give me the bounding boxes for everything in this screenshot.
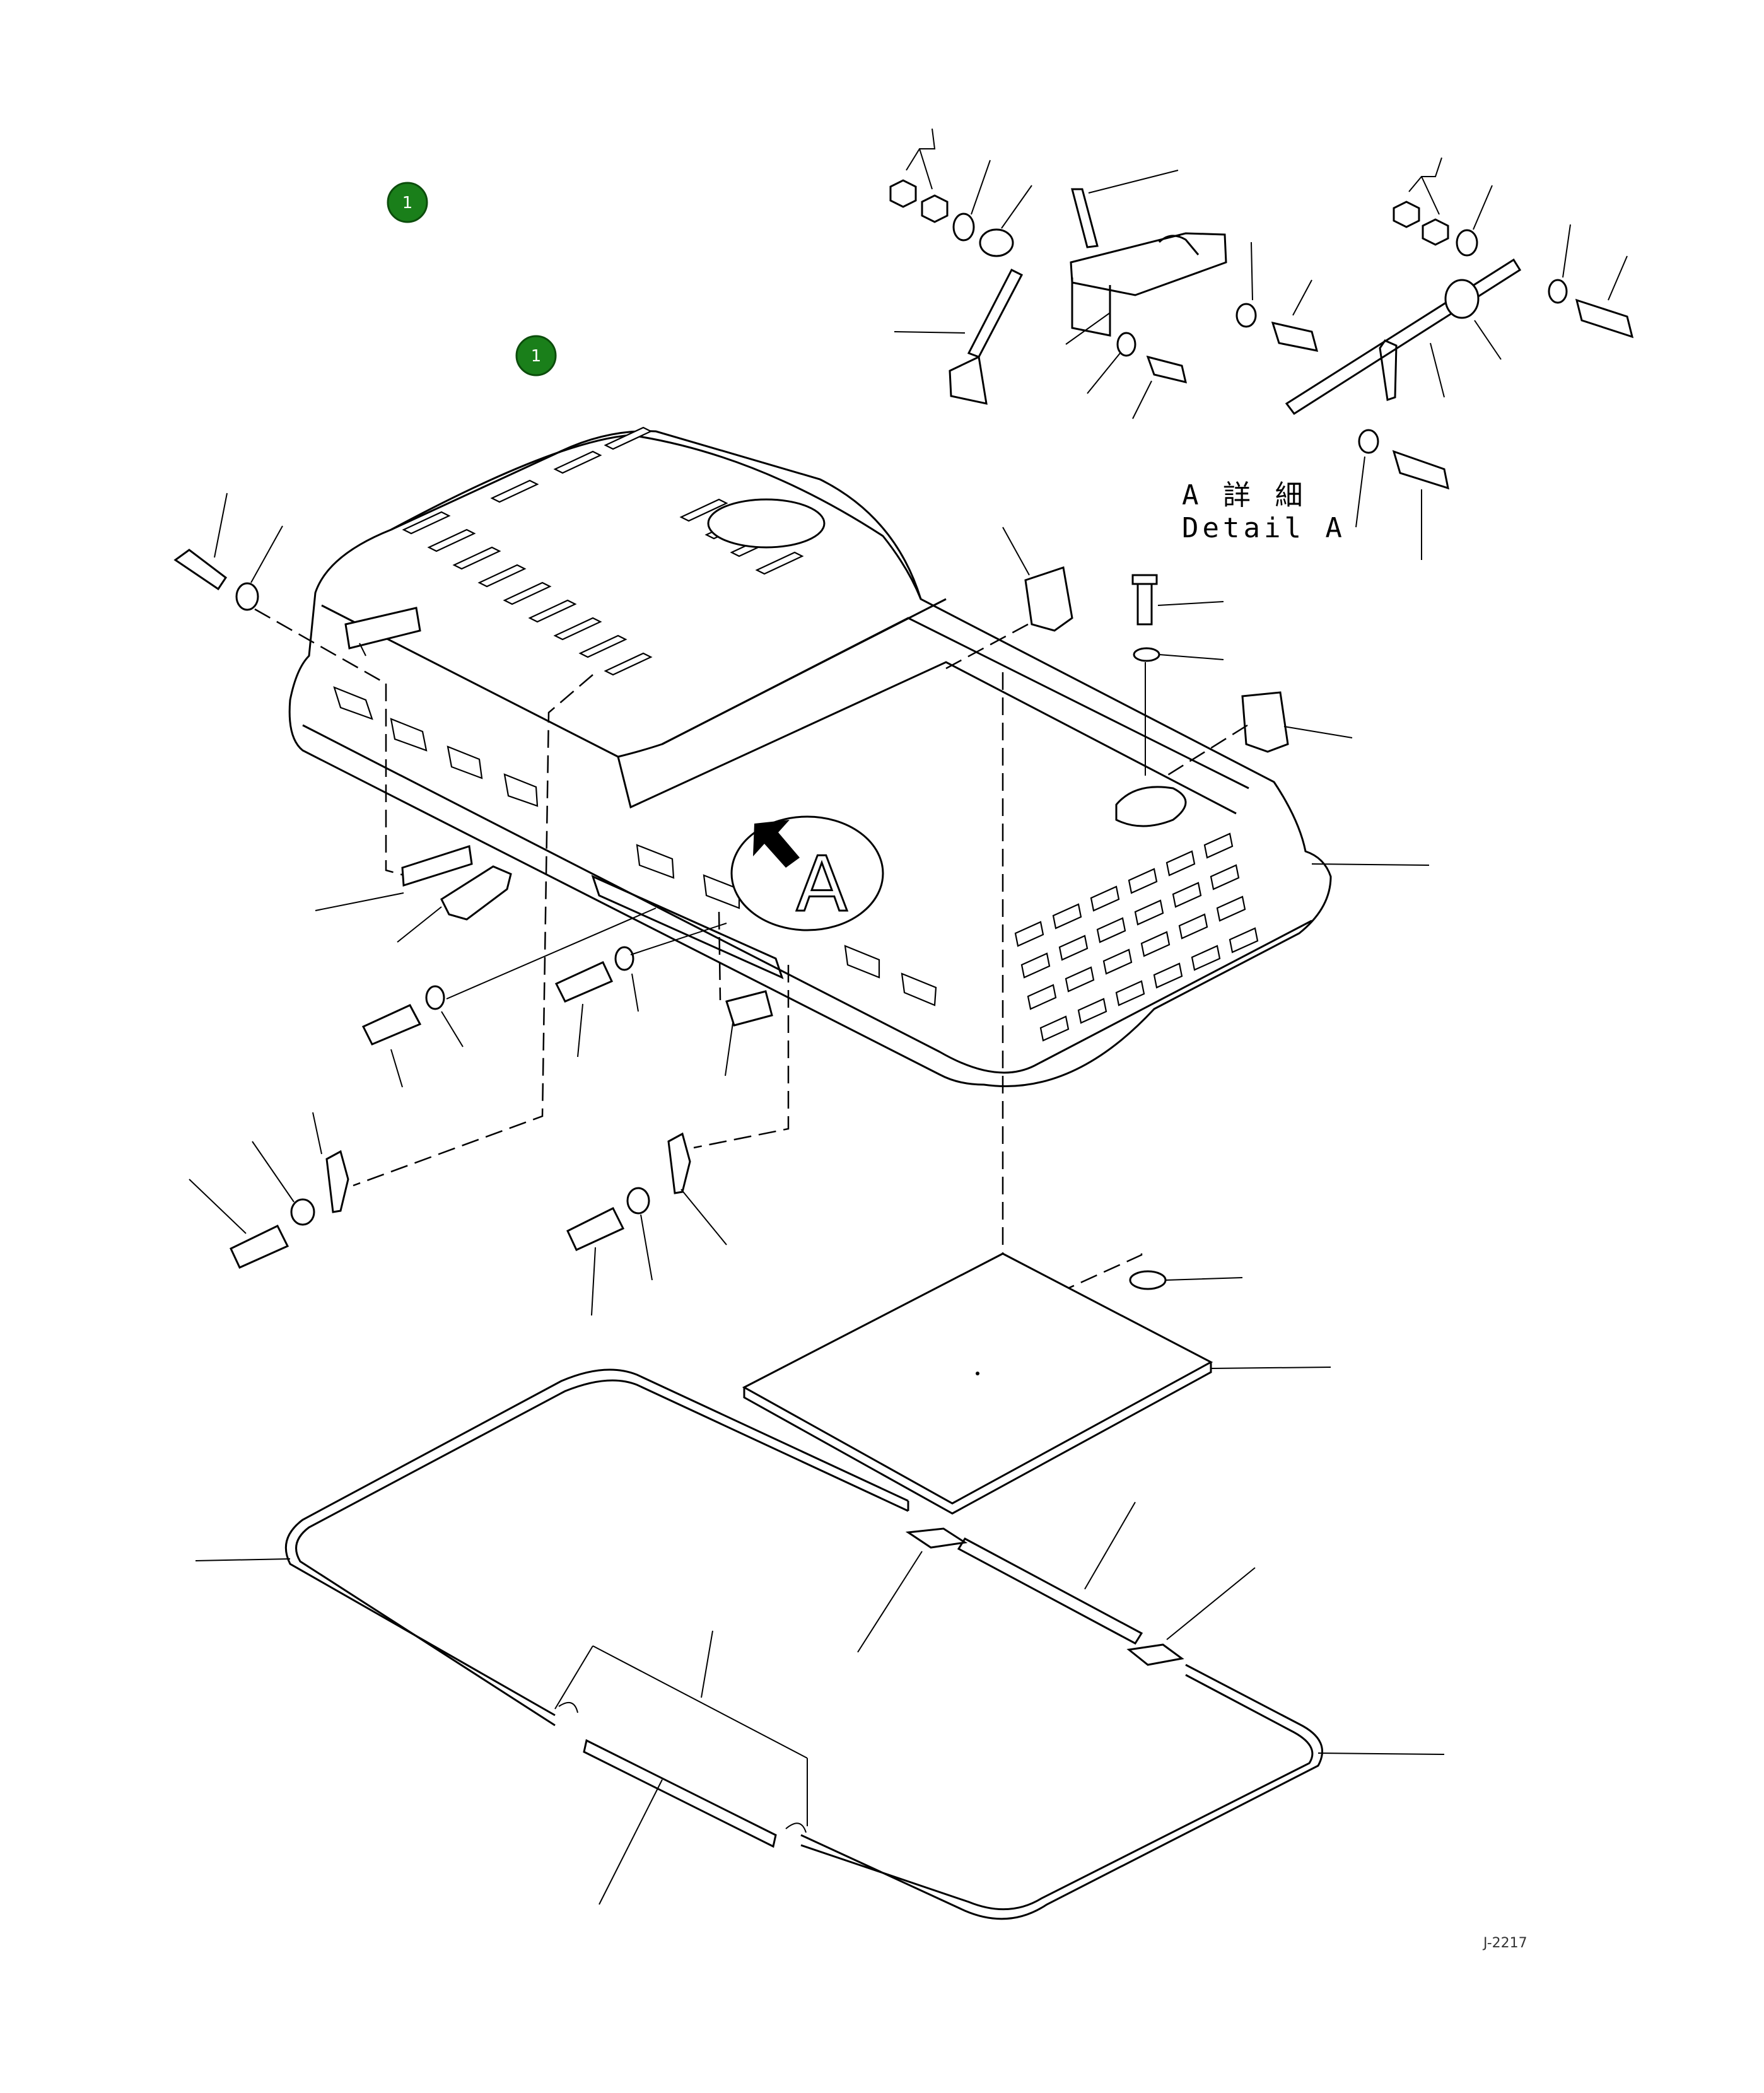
detail-rod — [1285, 258, 1522, 416]
roof-hatch — [707, 498, 826, 549]
left-fasteners — [173, 493, 790, 1316]
side-slots — [333, 686, 937, 1006]
detail-a-assembly: A 詳 細 Detail A — [889, 128, 1634, 560]
right-fasteners — [945, 527, 1430, 866]
detail-link — [967, 268, 1024, 358]
corner-piece-1 — [1024, 566, 1073, 632]
detail-pin — [1071, 188, 1099, 248]
view-arrow-icon — [753, 820, 800, 868]
drawing-code: J-2217 — [1482, 1935, 1527, 1951]
detail-label-en: Detail A — [1182, 512, 1346, 544]
detail-foot — [949, 355, 988, 405]
detail-washer-2 — [979, 228, 1014, 257]
floor-plate — [742, 672, 1331, 1515]
svg-text:1: 1 — [402, 194, 413, 213]
roof-cover: A — [288, 426, 1332, 1087]
svg-text:1: 1 — [531, 347, 542, 366]
roof-plate — [1115, 786, 1187, 827]
seal-ring — [195, 1368, 1445, 1920]
marker-1b[interactable]: 1 — [515, 335, 557, 376]
view-a-letter: A — [796, 841, 848, 929]
end-vents — [1014, 832, 1259, 1042]
corner-piece-2 — [1241, 691, 1289, 753]
detail-nut-pair-left — [889, 128, 949, 223]
marker-1a[interactable]: 1 — [387, 182, 428, 223]
detail-label-jp: A 詳 細 — [1182, 479, 1306, 511]
detail-washer-1 — [952, 213, 975, 242]
